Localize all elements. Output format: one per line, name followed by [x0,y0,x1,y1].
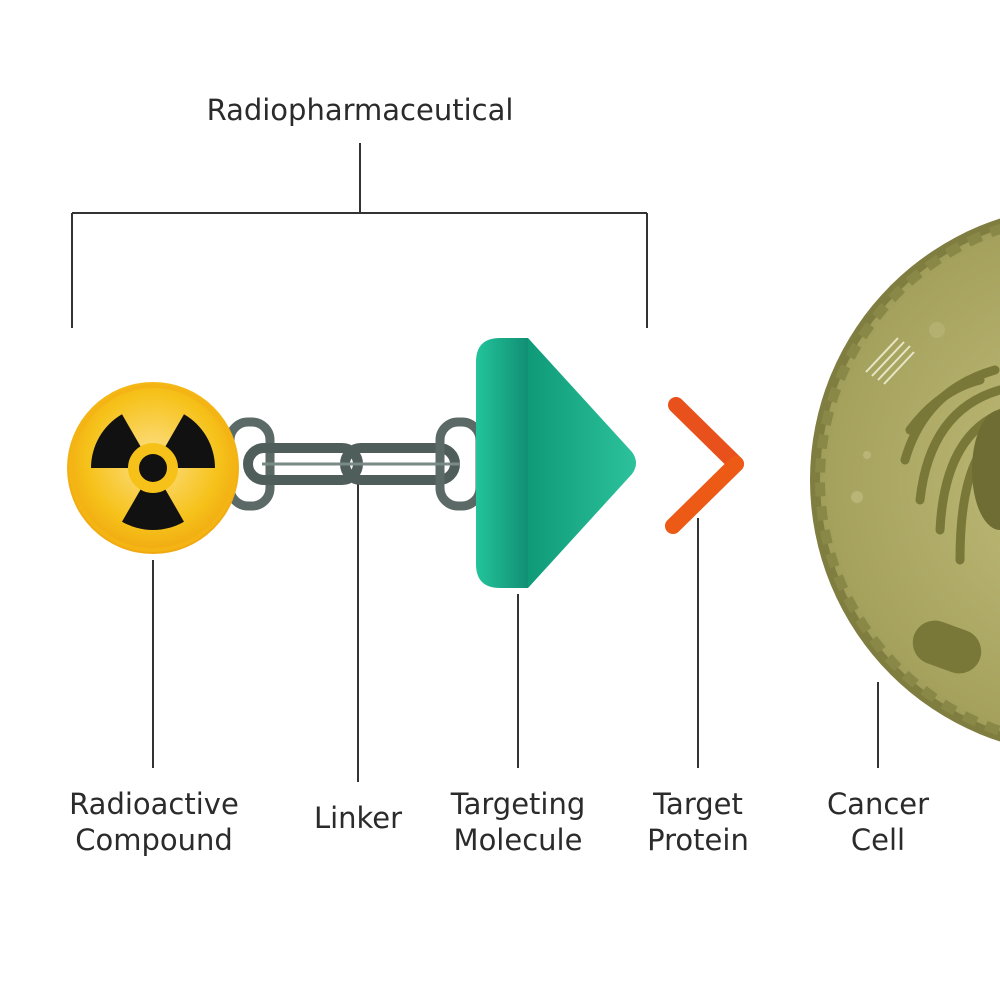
cell-icon [810,218,1000,742]
diagram-title: Radiopharmaceutical [160,92,560,128]
label-line: Radioactive [69,787,239,821]
label-line: Target [653,787,743,821]
label-line: Cell [850,823,906,857]
label-line: Linker [313,801,403,835]
triangle-molecule-icon [476,338,636,588]
chain-link-icon [225,417,485,511]
label-line: Molecule [453,823,583,857]
label-line: Compound [75,823,233,857]
label-line: Cancer [826,787,930,821]
label-target-protein: Target Protein [630,786,766,858]
label-targeting-molecule: Targeting Molecule [432,786,604,858]
label-line: Targeting [450,787,586,821]
label-line: Protein [647,823,749,857]
radiation-hazard-icon [67,382,239,554]
title-text: Radiopharmaceutical [206,93,514,127]
y-receptor-icon [665,397,805,534]
label-radioactive-compound: Radioactive Compound [40,786,268,858]
leader-lines [152,480,879,782]
label-cancer-cell: Cancer Cell [808,786,948,858]
label-linker: Linker [298,800,418,836]
radiopharmaceutical-bracket [71,143,648,328]
